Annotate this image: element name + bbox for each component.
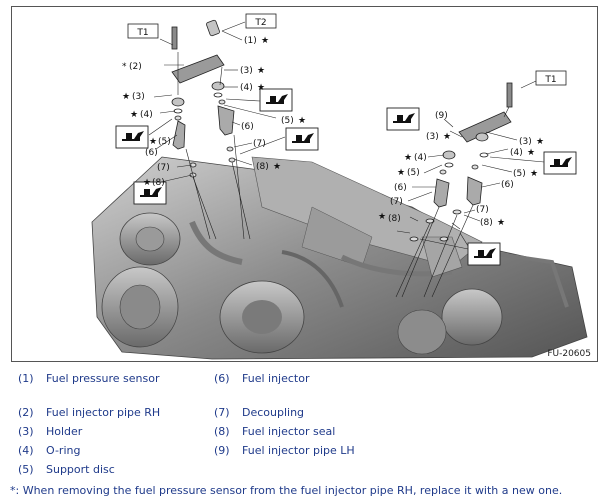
star-mark: ★ <box>497 218 505 228</box>
assembly-lines <box>177 52 510 298</box>
legend-item-5: (5) Support disc <box>18 463 115 476</box>
callout-6-lh: (6) <box>394 183 407 193</box>
legend-item-9: (9) Fuel injector pipe LH <box>214 444 355 457</box>
oil-can-icon <box>259 88 293 112</box>
callout-4-lh: (4) <box>414 153 427 163</box>
star-mark: ★ <box>404 153 412 163</box>
oil-can-icon <box>386 107 420 131</box>
legend-number: (2) <box>18 406 34 419</box>
star-mark: ★ <box>149 137 157 147</box>
tag-t1-label-lh: T1 <box>544 75 556 85</box>
callout-2: (2) <box>129 62 142 72</box>
star-mark: ★ <box>443 132 451 142</box>
callout-3-lh: (3) <box>519 137 532 147</box>
engine-illustration: T1 T2 T1 <box>91 13 588 360</box>
star-mark: ★ <box>257 83 265 93</box>
legend-number: (8) <box>214 425 230 438</box>
legend-number: (3) <box>18 425 34 438</box>
callout-4-rh: (4) <box>240 83 253 93</box>
callout-1: (1) <box>244 36 257 46</box>
star-mark: ★ <box>122 92 130 102</box>
leader-lines <box>148 21 545 255</box>
legend-item-6: (6) Fuel injector <box>214 372 309 385</box>
callout-6-rh: (6) <box>241 122 254 132</box>
engine-block <box>91 156 588 360</box>
star-mark: ★ <box>143 178 151 188</box>
callout-5-rh: (5) <box>158 137 171 147</box>
callout-7-rh: (7) <box>157 163 170 173</box>
callout-6-lh: (6) <box>501 180 514 190</box>
callout-9: (9) <box>435 111 448 121</box>
callouts: (1) ★ * (2) ★ (3) (3) ★ ★ (4) (4) ★ ★ (5… <box>122 36 544 228</box>
oil-can-icon <box>115 125 149 149</box>
callout-5-lh: (5) <box>513 169 526 179</box>
star-mark: ★ <box>530 169 538 179</box>
legend-item-8: (8) Fuel injector seal <box>214 425 335 438</box>
legend-label: Fuel injector pipe LH <box>242 444 355 457</box>
callout-8-lh: (8) <box>388 214 401 224</box>
callout-7-lh: (7) <box>390 197 403 207</box>
callout-3-lh: (3) <box>426 132 439 142</box>
rh-injector-parts <box>171 19 236 178</box>
asterisk-mark: * <box>122 62 127 72</box>
legend-label: Holder <box>46 425 83 438</box>
star-mark: ★ <box>261 36 269 46</box>
callout-6-rh: (6) <box>145 148 158 158</box>
callout-4-lh: (4) <box>510 148 523 158</box>
star-mark: ★ <box>527 148 535 158</box>
star-mark: ★ <box>536 137 544 147</box>
star-mark: ★ <box>378 212 386 222</box>
callout-7-lh: (7) <box>476 205 489 215</box>
star-mark: ★ <box>298 116 306 126</box>
legend-label: Fuel injector pipe RH <box>46 406 161 419</box>
legend-item-1: (1) Fuel pressure sensor <box>18 372 159 385</box>
legend-number: (4) <box>18 444 34 457</box>
star-mark: ★ <box>273 162 281 172</box>
callout-3-rh: (3) <box>240 66 253 76</box>
callout-3-rh: (3) <box>132 92 145 102</box>
tag-t2: T2 <box>245 13 277 29</box>
footnote: *: When removing the fuel pressure senso… <box>10 484 563 497</box>
legend-item-7: (7) Decoupling <box>214 406 304 419</box>
legend-number: (6) <box>214 372 230 385</box>
star-mark: ★ <box>397 168 405 178</box>
callout-8-rh: (8) <box>152 178 165 188</box>
legend-label: Fuel injector seal <box>242 425 336 438</box>
tag-t1-rh: T1 <box>127 23 159 39</box>
callout-5-lh: (5) <box>407 168 420 178</box>
legend-label: Support disc <box>46 463 115 476</box>
tag-t1-label-rh: T1 <box>136 28 148 38</box>
legend-label: O-ring <box>46 444 81 457</box>
legend-item-3: (3) Holder <box>18 425 82 438</box>
callout-4-rh: (4) <box>140 110 153 120</box>
legend-number: (1) <box>18 372 34 385</box>
tag-t1-lh: T1 <box>535 70 567 86</box>
exploded-view-diagram: T1 T2 T1 <box>11 6 598 362</box>
legend-number: (7) <box>214 406 230 419</box>
legend-item-2: (2) Fuel injector pipe RH <box>18 406 160 419</box>
callout-8-lh: (8) <box>480 218 493 228</box>
callout-5-rh: (5) <box>281 116 294 126</box>
oil-can-icon <box>467 242 501 266</box>
legend-label: Fuel injector <box>242 372 310 385</box>
callout-7-rh: (7) <box>253 139 266 149</box>
callout-8-rh: (8) <box>256 162 269 172</box>
legend-item-4: (4) O-ring <box>18 444 80 457</box>
tag-t2-label: T2 <box>254 18 266 28</box>
legend-label: Decoupling <box>242 406 305 419</box>
legend-number: (9) <box>214 444 230 457</box>
figure-id: FU-20605 <box>547 349 591 359</box>
legend-number: (5) <box>18 463 34 476</box>
oil-can-icon <box>543 151 577 175</box>
oil-can-icon <box>133 181 167 205</box>
star-mark: ★ <box>130 110 138 120</box>
legend-label: Fuel pressure sensor <box>46 372 160 385</box>
star-mark: ★ <box>257 66 265 76</box>
oil-can-icon <box>285 127 319 151</box>
